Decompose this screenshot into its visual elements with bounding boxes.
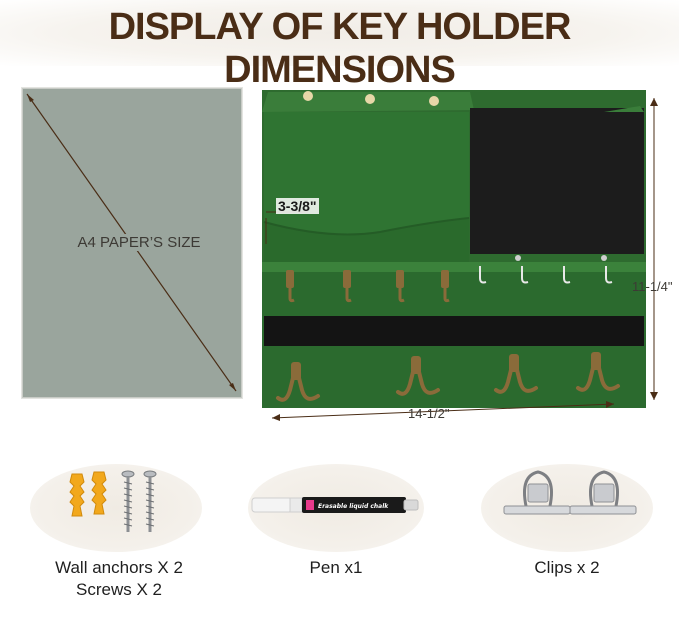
white-hooks xyxy=(479,266,613,284)
depth-dimension: 3-3/8" xyxy=(276,198,319,214)
pocket-front xyxy=(264,218,469,264)
height-dimension: 11-1/4" xyxy=(632,279,673,294)
title-band xyxy=(0,0,679,66)
chalk-strip xyxy=(264,316,644,346)
clips-caption: Clips x 2 xyxy=(534,558,600,577)
anchors-caption: Wall anchors X 2 Screws X 2 xyxy=(30,557,208,601)
binder-clips-icon xyxy=(503,470,637,515)
brass-hooks-large xyxy=(276,354,620,402)
screws-caption-line2: Screws X 2 xyxy=(76,580,162,599)
width-dimension: 14-1/2" xyxy=(408,406,450,421)
pen-caption: Pen x1 xyxy=(309,558,363,577)
key-holder xyxy=(262,90,646,408)
key-holder-illustration xyxy=(26,90,658,421)
mount-hole xyxy=(365,94,375,104)
shelf xyxy=(262,262,646,272)
chalkboard xyxy=(470,108,644,254)
mount-hole xyxy=(429,96,439,106)
paper-size-label: A4 PAPER’S SIZE xyxy=(72,234,206,251)
anchors-caption-line1: Wall anchors X 2 xyxy=(55,558,183,577)
mount-hole xyxy=(303,91,313,101)
page-title: DISPLAY OF KEY HOLDER DIMENSIONS xyxy=(108,6,572,91)
brass-hooks-small xyxy=(286,270,450,303)
anchors-oval xyxy=(30,464,202,552)
pen-label: Erasable liquid chalk xyxy=(318,503,389,510)
anchors-screws-icon xyxy=(69,470,157,532)
chalk-pen-icon: Erasable liquid chalk xyxy=(251,497,419,513)
